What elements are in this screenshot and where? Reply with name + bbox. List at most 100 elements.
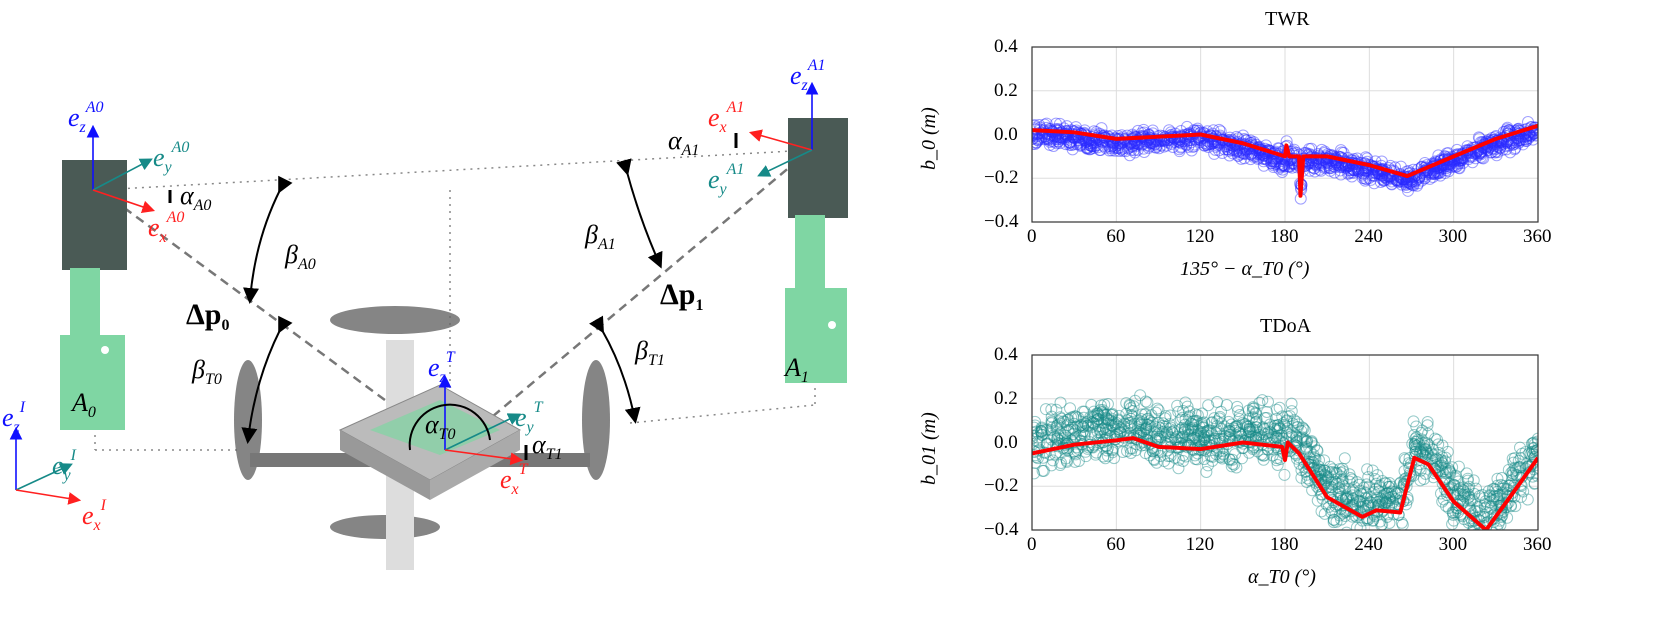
scatter-point	[1308, 471, 1321, 484]
scatter-point	[1196, 419, 1209, 432]
scatter-point	[1068, 455, 1081, 468]
scatter-point	[1335, 161, 1348, 174]
scatter-point	[1435, 454, 1448, 467]
scatter-point	[1269, 419, 1282, 432]
scatter-point	[1446, 461, 1459, 474]
scatter-point	[1275, 429, 1288, 442]
scatter-point	[1336, 462, 1349, 475]
scatter-point	[1248, 402, 1261, 415]
scatter-point	[1512, 134, 1525, 147]
anchor-A1	[785, 118, 848, 383]
scatter-point	[1395, 178, 1408, 191]
scatter-point	[1201, 424, 1214, 437]
scatter-point	[1111, 129, 1124, 142]
x-tick-label: 360	[1523, 534, 1552, 555]
scatter-point	[1243, 423, 1256, 436]
scatter-point	[1488, 482, 1501, 495]
scatter-point	[1417, 472, 1430, 485]
scatter-point	[1135, 408, 1148, 421]
scatter-point	[1098, 398, 1111, 411]
scatter-point	[1048, 430, 1061, 443]
scatter-point	[1376, 474, 1389, 487]
scatter-point	[1474, 147, 1487, 160]
x-tick-label: 60	[1106, 226, 1126, 247]
scatter-point	[1238, 147, 1251, 160]
scatter-point	[1173, 145, 1186, 158]
scatter-point	[1457, 156, 1470, 169]
label-exT: exT	[500, 461, 528, 498]
scatter-point	[1415, 174, 1428, 187]
scatter-point	[1507, 465, 1520, 478]
scatter-point	[1032, 427, 1045, 440]
scatter-point	[1067, 428, 1080, 441]
scatter-point	[1237, 129, 1250, 142]
scatter-point	[1164, 450, 1177, 463]
scatter-point	[1123, 398, 1136, 411]
scatter-point	[1418, 436, 1431, 449]
scatter-point	[1354, 484, 1367, 497]
scatter-point	[1490, 149, 1503, 162]
scatter-point	[1428, 467, 1441, 480]
scatter-point	[1092, 412, 1105, 425]
scatter-point	[1276, 410, 1289, 423]
scatter-point	[1057, 415, 1070, 428]
scatter-point	[1032, 438, 1039, 451]
scatter-point	[1352, 164, 1365, 177]
scatter-point	[1264, 426, 1277, 439]
scatter-point	[1205, 416, 1218, 429]
scatter-point	[1416, 447, 1429, 460]
scatter-point	[1165, 421, 1178, 434]
scatter-point	[1321, 148, 1334, 161]
scatter-point	[1125, 143, 1138, 156]
scatter-point	[1401, 171, 1414, 184]
scatter-point	[1097, 139, 1110, 152]
scatter-point	[1223, 425, 1236, 438]
scatter-point	[1407, 178, 1420, 191]
scatter-point	[1241, 420, 1254, 433]
scatter-point	[1519, 446, 1532, 459]
scatter-point	[1270, 155, 1283, 168]
scatter-point	[1312, 476, 1325, 489]
scatter-point	[1464, 512, 1477, 525]
scatter-point	[1326, 483, 1339, 496]
scatter-point	[1266, 449, 1279, 462]
scatter-point	[1325, 481, 1338, 494]
scatter-point	[1032, 132, 1039, 145]
scatter-point	[1390, 174, 1403, 187]
scatter-point	[1524, 129, 1537, 142]
scatter-point	[1436, 451, 1449, 464]
scatter-point	[1299, 442, 1312, 455]
scatter-point	[1361, 492, 1374, 505]
scatter-point	[1202, 138, 1215, 151]
scatter-point	[1225, 144, 1238, 157]
scatter-point	[1524, 448, 1537, 461]
scatter-point	[1394, 160, 1407, 173]
scatter-point	[1406, 437, 1419, 450]
scatter-point	[1051, 428, 1064, 441]
scatter-point	[1453, 157, 1466, 170]
scatter-point	[1033, 127, 1046, 140]
scatter-point	[1209, 140, 1222, 153]
scatter-point	[1127, 429, 1140, 442]
scatter-point	[1343, 164, 1356, 177]
scatter-point	[1427, 167, 1440, 180]
scatter-point	[1113, 144, 1126, 157]
scatter-point	[1128, 417, 1141, 430]
scatter-point	[1432, 164, 1445, 177]
scatter-point	[1316, 153, 1329, 166]
scatter-point	[1106, 409, 1119, 422]
scatter-point	[1353, 495, 1366, 508]
scatter-point	[1298, 424, 1311, 437]
scatter-point	[1185, 422, 1198, 435]
scatter-point	[1202, 140, 1215, 153]
scatter-point	[1104, 142, 1117, 155]
scatter-point	[1452, 460, 1465, 473]
scatter-point	[1157, 133, 1170, 146]
scatter-point	[1200, 138, 1213, 151]
scatter-point	[1258, 423, 1271, 436]
scatter-point	[1356, 172, 1369, 185]
scatter-point	[1327, 516, 1340, 529]
scatter-point	[1094, 143, 1107, 156]
scatter-point	[1414, 464, 1427, 477]
scatter-point	[1074, 419, 1087, 432]
